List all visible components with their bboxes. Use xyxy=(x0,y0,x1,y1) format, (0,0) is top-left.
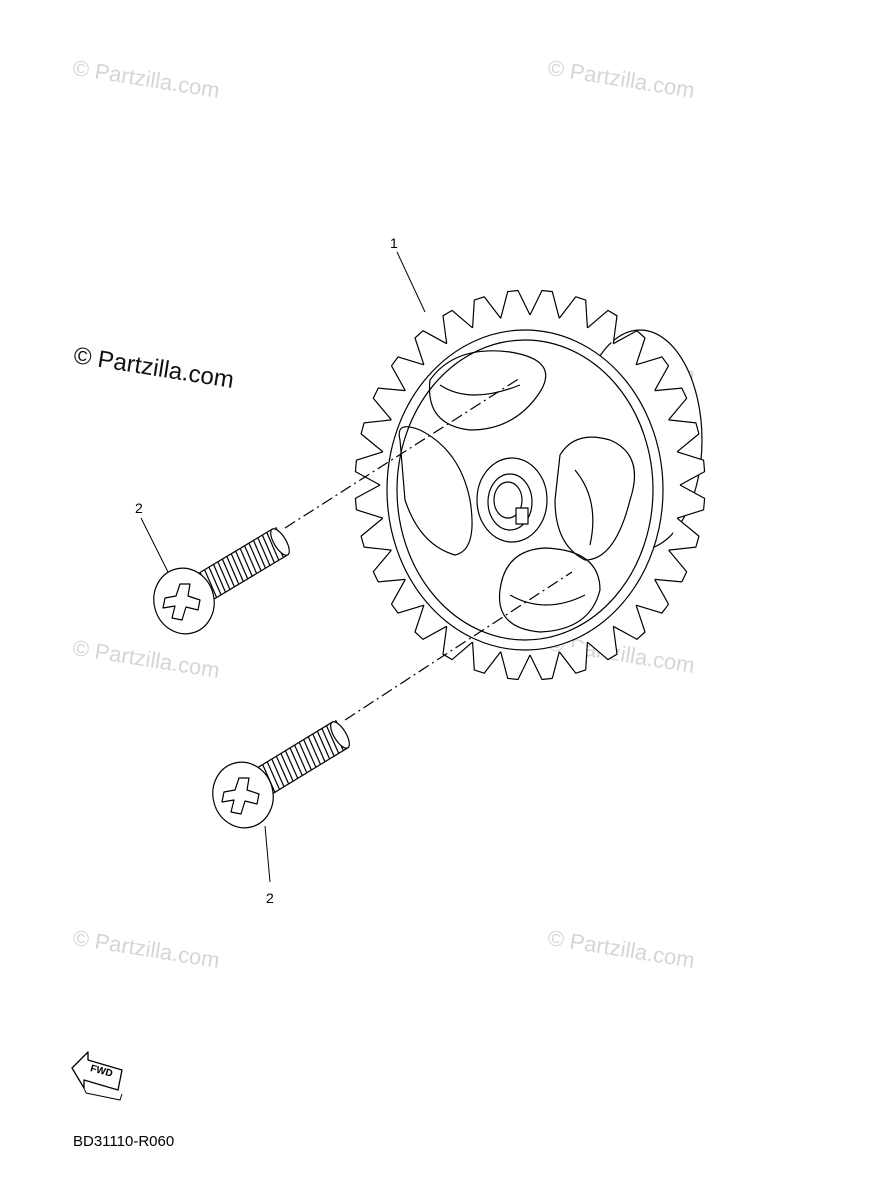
gear-tooth xyxy=(414,605,447,640)
gear-tooth xyxy=(668,517,700,551)
gear-tooth xyxy=(390,356,425,391)
screw-tip xyxy=(330,721,350,749)
leader-gear xyxy=(396,251,426,313)
thread-line xyxy=(217,561,231,590)
gear-tooth xyxy=(354,451,384,486)
gear-tooth xyxy=(635,356,670,391)
gear-tooth xyxy=(654,549,688,583)
gear-tooth xyxy=(529,651,560,681)
gear-tooth xyxy=(372,549,406,583)
gear-tooth xyxy=(442,626,473,661)
oil-pump-gear[interactable] xyxy=(354,289,706,681)
gear-tooth xyxy=(390,579,425,614)
thread-line xyxy=(275,755,290,785)
thread-line xyxy=(244,545,258,574)
alignment-line-lower xyxy=(344,571,573,721)
gear-tooth xyxy=(500,651,531,681)
cross-slot-icon xyxy=(162,583,201,621)
gear-shaft xyxy=(493,481,523,519)
gear-tooth xyxy=(587,626,618,661)
screw-tip xyxy=(270,528,290,556)
thread-line xyxy=(266,532,280,561)
gear-tooth xyxy=(676,451,706,486)
thread-line xyxy=(221,558,235,588)
gear-tooth xyxy=(635,579,670,614)
gear-tooth xyxy=(613,330,646,365)
gear-tooth xyxy=(558,642,588,674)
gear-tooth xyxy=(558,296,588,328)
gear-tooth xyxy=(587,309,618,344)
gear-window-bottom xyxy=(498,547,601,633)
fwd-arrow-icon xyxy=(71,1051,123,1101)
gear-tooth xyxy=(472,296,502,328)
gear-tooth xyxy=(613,605,646,640)
screw-upper[interactable] xyxy=(146,526,292,641)
thread-line xyxy=(261,534,275,564)
callout-screw-lower: 2 xyxy=(266,890,274,906)
leader-screw-lower xyxy=(264,825,271,883)
thread-line xyxy=(316,730,331,760)
thread-line xyxy=(312,733,326,762)
thread-line xyxy=(303,739,317,768)
gear-tooth xyxy=(472,642,502,674)
gear-window-top xyxy=(428,350,547,431)
thread-line xyxy=(307,736,322,765)
gear-tooth xyxy=(500,289,531,319)
gear-teeth xyxy=(354,289,706,681)
gear-tooth xyxy=(354,484,384,519)
thread-line xyxy=(321,728,335,757)
diagram-code: BD31110-R060 xyxy=(73,1133,175,1150)
gear-tooth xyxy=(442,309,473,344)
thread-line xyxy=(226,556,240,585)
gear-tooth xyxy=(529,289,560,319)
thread-line xyxy=(298,742,312,771)
gear-window-right xyxy=(554,436,636,561)
gear-tooth xyxy=(654,387,688,421)
thread-line xyxy=(257,537,271,566)
thread-line xyxy=(252,540,267,569)
gear-tooth xyxy=(676,484,706,519)
gear-tooth xyxy=(360,419,392,453)
thread-line xyxy=(235,550,249,580)
thread-line xyxy=(271,758,285,787)
thread-line xyxy=(289,747,303,776)
cross-slot-icon xyxy=(221,777,260,815)
gear-tooth xyxy=(360,517,392,551)
thread-line xyxy=(294,744,308,774)
thread-line xyxy=(208,566,222,596)
thread-line xyxy=(212,564,227,593)
thread-line xyxy=(325,725,340,754)
screw-lower[interactable] xyxy=(205,719,352,835)
callout-gear: 1 xyxy=(390,235,398,251)
thread-line xyxy=(280,753,294,782)
thread-line xyxy=(239,548,253,577)
gear-tooth xyxy=(414,330,447,365)
thread-line xyxy=(284,750,299,779)
gear-tooth xyxy=(668,419,700,453)
gear-tooth xyxy=(372,387,406,421)
gear-face-inner xyxy=(396,339,654,641)
thread-line xyxy=(266,761,281,790)
leader-screw-upper xyxy=(140,517,169,573)
thread-line xyxy=(230,553,244,582)
gear-window-left xyxy=(398,426,473,556)
callout-screw-upper: 2 xyxy=(135,500,143,516)
alignment-line-upper xyxy=(284,377,521,529)
thread-line xyxy=(204,569,218,598)
thread-line xyxy=(248,542,262,572)
